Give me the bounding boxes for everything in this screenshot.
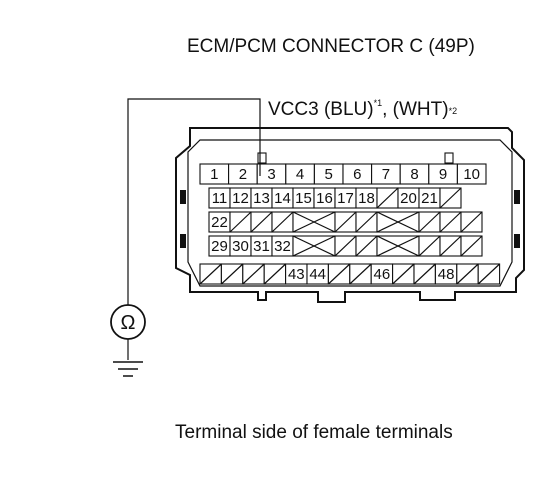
unused-terminal-hatch [334,235,357,257]
unused-terminal-hatch [292,211,336,233]
terminal-label-29: 29 [211,238,228,255]
unused-terminal-hatch [250,211,273,233]
unused-terminal-hatch [439,211,462,233]
terminal-label-44: 44 [309,266,326,283]
ohmmeter: Ω [110,304,146,377]
terminal-label-7: 7 [382,166,390,183]
terminal-label-3: 3 [267,166,275,183]
terminal-label-12: 12 [232,190,249,207]
unused-terminal-hatch [392,263,415,285]
terminal-label-14: 14 [274,190,291,207]
terminal-label-8: 8 [410,166,418,183]
terminal-label-1: 1 [210,166,218,183]
terminal-label-20: 20 [400,190,417,207]
terminal-label-32: 32 [274,238,291,255]
unused-terminal-hatch [271,211,294,233]
ground-icon [113,361,143,377]
signal-note-2: *2 [449,106,458,116]
connector-housing [175,127,525,303]
terminal-label-9: 9 [439,166,447,183]
unused-terminal-hatch [242,263,265,285]
terminal-label-15: 15 [295,190,312,207]
unused-terminal-hatch [460,235,483,257]
unused-terminal-hatch [477,263,501,285]
unused-terminal-hatch [263,263,287,285]
unused-terminal-hatch [327,263,351,285]
unused-terminal-hatch [292,235,336,257]
terminal-10 [456,163,487,185]
unused-terminal-hatch [460,211,483,233]
unused-terminal-hatch [418,211,441,233]
terminal-label-2: 2 [239,166,247,183]
terminal-label-6: 6 [353,166,361,183]
terminal-label-22: 22 [211,214,228,231]
diagram-title: ECM/PCM CONNECTOR C (49P) [187,36,475,57]
terminal-label-43: 43 [288,266,305,283]
unused-terminal-hatch [413,263,436,285]
terminal-label-30: 30 [232,238,249,255]
signal-note-1: *1 [374,98,383,108]
unused-terminal-hatch [355,235,378,257]
unused-terminal-hatch [439,235,462,257]
terminal-label-16: 16 [316,190,333,207]
terminal-label-10: 10 [463,166,480,183]
unused-terminal-hatch [355,211,378,233]
signal-name: VCC3 (BLU) [268,99,374,120]
probe-wire [127,98,261,305]
terminal-label-18: 18 [358,190,375,207]
unused-terminal-hatch [334,211,357,233]
unused-terminal-hatch [456,263,479,285]
terminal-label-21: 21 [421,190,438,207]
unused-terminal-hatch [418,235,441,257]
unused-terminal-hatch [229,211,252,233]
unused-terminal-hatch [376,235,420,257]
diagram-caption: Terminal side of female terminals [175,422,453,443]
terminal-label-11: 11 [212,190,228,207]
unused-terminal-hatch [439,187,462,209]
signal-label: VCC3 (BLU)*1, (WHT)*2 [268,98,457,120]
unused-terminal-hatch [376,211,420,233]
terminal-label-17: 17 [337,190,354,207]
unused-terminal-hatch [220,263,244,285]
signal-alt: , (WHT) [382,99,448,120]
unused-terminal-hatch [376,187,399,209]
terminal-label-48: 48 [438,266,455,283]
terminal-label-4: 4 [296,166,304,183]
unused-terminal-hatch [349,263,372,285]
terminal-label-31: 31 [253,238,270,255]
terminal-label-5: 5 [325,166,333,183]
terminal-label-46: 46 [374,266,391,283]
terminal-label-13: 13 [253,190,270,207]
unused-terminal-hatch [199,263,222,285]
ohm-symbol: Ω [121,312,136,334]
